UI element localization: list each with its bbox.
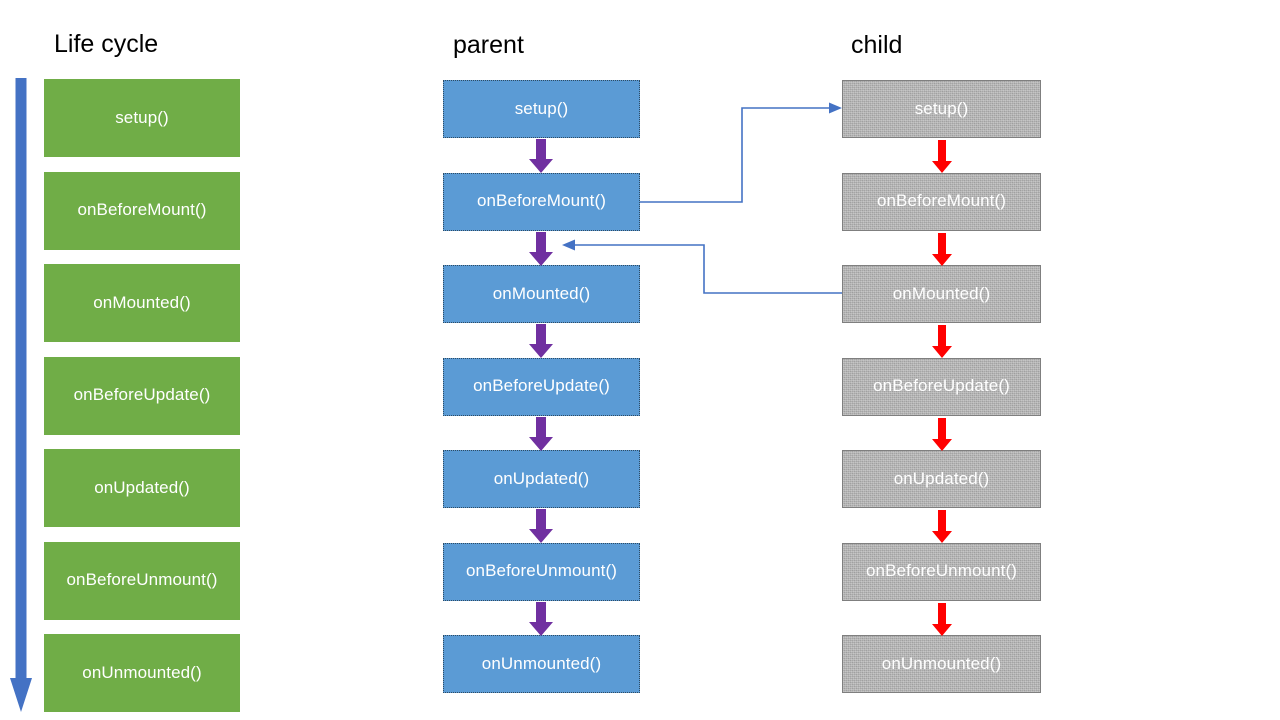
parent-flow-arrow-down-icon <box>528 324 554 358</box>
lifecycle-step-onunmounted[interactable]: onUnmounted() <box>44 634 240 712</box>
lifecycle-step-label: onBeforeUnmount() <box>66 570 218 590</box>
child-flow-arrow-down-icon <box>929 510 955 544</box>
parent-step-onupdated[interactable]: onUpdated() <box>443 450 640 508</box>
child-step-onbeforemount[interactable]: onBeforeMount() <box>842 172 1041 231</box>
parent-flow-arrow-down-icon <box>528 509 554 543</box>
parent-flow-arrow-down-icon <box>528 601 554 636</box>
lifecycle-step-label: setup() <box>115 107 169 127</box>
child-flow-arrow-down-icon <box>929 232 955 267</box>
child-step-label: onBeforeUnmount() <box>866 561 1017 581</box>
child-flow-arrow-down-icon <box>929 602 955 637</box>
parent-step-onbeforeupdate[interactable]: onBeforeUpdate() <box>443 357 640 416</box>
child-step-onmounted[interactable]: onMounted() <box>842 265 1041 323</box>
child-flow-arrow-down-icon <box>929 417 955 452</box>
lifecycle-step-setup[interactable]: setup() <box>44 79 240 157</box>
child-flow-arrow-down-icon <box>929 325 955 359</box>
child-step-label: setup() <box>914 98 969 118</box>
parent-step-label: onMounted() <box>492 283 591 303</box>
lifecycle-step-onbeforeupdate[interactable]: onBeforeUpdate() <box>44 356 240 435</box>
lifecycle-step-onbeforemount[interactable]: onBeforeMount() <box>44 171 240 250</box>
parent-step-label: onBeforeUnmount() <box>466 561 617 581</box>
lifecycle-step-label: onUpdated() <box>94 477 190 497</box>
parent-step-onbeforeunmount[interactable]: onBeforeUnmount() <box>443 542 640 601</box>
parent-step-onunmounted[interactable]: onUnmounted() <box>443 635 640 693</box>
parent-flow-arrow-down-icon <box>528 231 554 266</box>
child-step-label: onBeforeMount() <box>876 191 1007 211</box>
child-step-label: onUpdated() <box>893 468 990 488</box>
lifecycle-step-label: onBeforeUpdate() <box>73 385 211 405</box>
parent-step-label: onUpdated() <box>493 468 590 488</box>
child-step-setup[interactable]: setup() <box>842 80 1041 138</box>
child-step-onbeforeunmount[interactable]: onBeforeUnmount() <box>842 542 1041 601</box>
column-title-parent: parent <box>453 31 524 59</box>
parent-step-setup[interactable]: setup() <box>443 80 640 138</box>
column-title-lifecycle: Life cycle <box>54 30 159 58</box>
child-step-label: onUnmounted() <box>881 653 1002 673</box>
lifecycle-step-onbeforeunmount[interactable]: onBeforeUnmount() <box>44 541 240 620</box>
child-step-onbeforeupdate[interactable]: onBeforeUpdate() <box>842 357 1041 416</box>
lifecycle-step-onupdated[interactable]: onUpdated() <box>44 449 240 527</box>
parent-flow-arrow-down-icon <box>528 416 554 451</box>
parent-step-label: setup() <box>514 98 569 118</box>
parent-step-label: onBeforeUpdate() <box>473 376 610 396</box>
lifecycle-step-label: onMounted() <box>93 292 191 312</box>
connector-child-onmounted-to-parent-onmounted-icon <box>556 236 856 306</box>
parent-flow-arrow-down-icon <box>528 139 554 173</box>
parent-step-label: onBeforeMount() <box>476 191 607 211</box>
parent-step-onbeforemount[interactable]: onBeforeMount() <box>443 172 640 231</box>
lifecycle-step-label: onBeforeMount() <box>77 200 207 220</box>
child-step-onupdated[interactable]: onUpdated() <box>842 450 1041 508</box>
lifecycle-step-label: onUnmounted() <box>82 662 202 682</box>
child-step-onunmounted[interactable]: onUnmounted() <box>842 635 1041 693</box>
lifecycle-step-onmounted[interactable]: onMounted() <box>44 264 240 342</box>
parent-step-onmounted[interactable]: onMounted() <box>443 265 640 323</box>
lifecycle-direction-arrow-icon <box>6 78 36 712</box>
parent-step-label: onUnmounted() <box>481 653 602 673</box>
child-step-label: onBeforeUpdate() <box>873 376 1010 396</box>
child-flow-arrow-down-icon <box>929 140 955 174</box>
connector-parent-onbeforemount-to-child-setup-icon <box>636 96 856 216</box>
column-title-child: child <box>851 31 903 59</box>
child-step-label: onMounted() <box>892 283 991 303</box>
